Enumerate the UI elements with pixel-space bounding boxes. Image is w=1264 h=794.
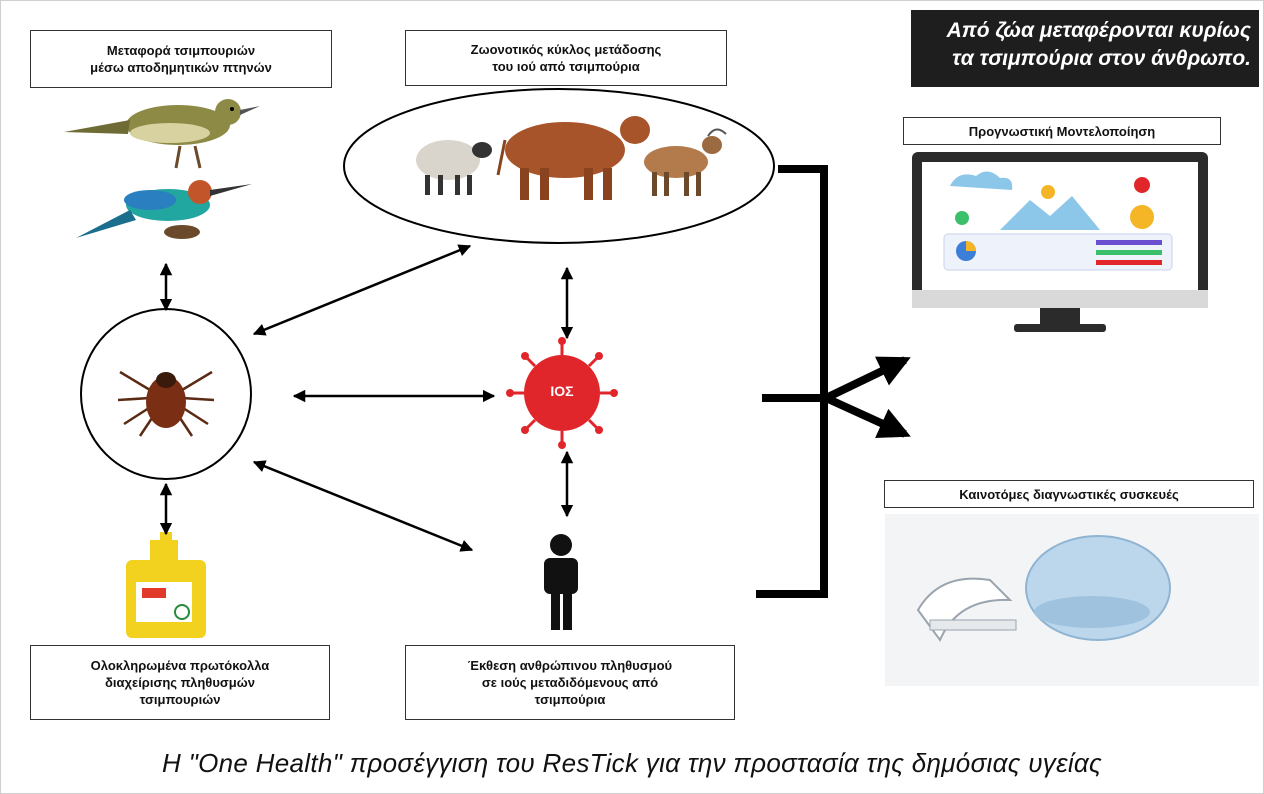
arrows (159, 244, 574, 552)
warbler-bird-icon (64, 99, 260, 169)
headline-banner: Από ζώα μεταφέρονται κυρίως τα τσιμπούρι… (911, 10, 1259, 87)
tick-icon (117, 370, 215, 437)
birds-label-box: Μεταφορά τσιμπουριών μέσω αποδημητικών π… (30, 30, 332, 88)
diagnostic-device-icon (885, 514, 1259, 686)
figure-caption: Η "One Health" προσέγγιση του ResTick γι… (161, 748, 1102, 778)
cow-icon (496, 116, 650, 200)
devices-label-box: Καινοτόμες διαγνωστικές συσκευές (884, 480, 1254, 508)
virus-label: ΙΟΣ (550, 383, 574, 399)
protocols-label-box: Ολοκληρωμένα πρωτόκολλα διαχείρισης πληθ… (30, 645, 330, 720)
spray-bottle-icon (126, 532, 206, 638)
virus-icon (506, 337, 618, 449)
person-icon (544, 534, 578, 630)
exposure-label-box: Έκθεση ανθρώπινου πληθυσμού σε ιούς μετα… (405, 645, 735, 720)
modeling-label-box: Προγνωστική Μοντελοποίηση (903, 117, 1221, 145)
sheep-icon (416, 140, 492, 195)
goat-icon (644, 128, 727, 196)
convergence-bracket (756, 165, 911, 598)
computer-monitor-icon (912, 152, 1208, 332)
zoonotic-label-box: Ζωονοτικός κύκλος μετάδοσης του ιού από … (405, 30, 727, 86)
bee-eater-bird-icon (76, 180, 252, 239)
